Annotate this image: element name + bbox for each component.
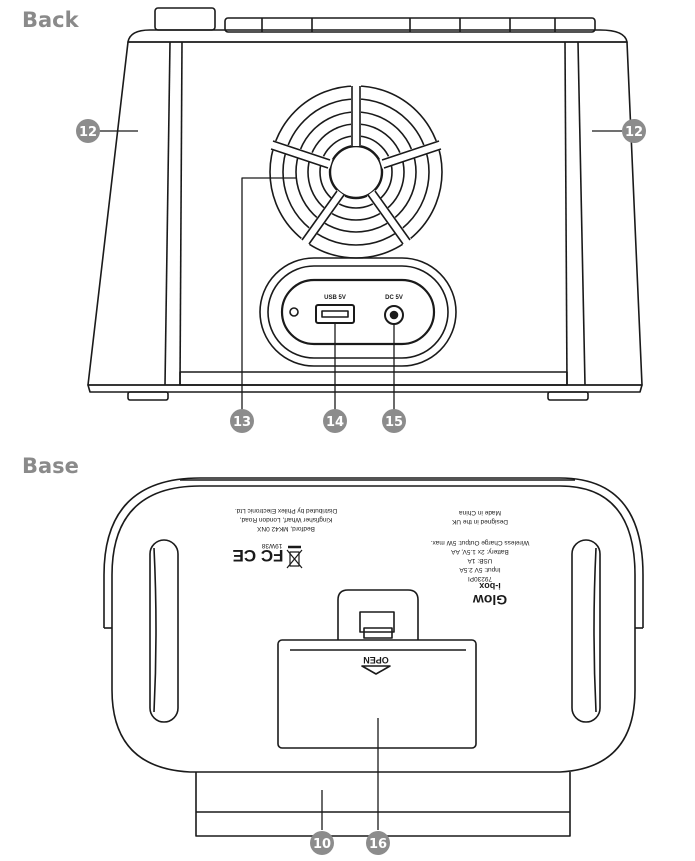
svg-text:12: 12 — [79, 125, 97, 140]
right-grip — [571, 539, 601, 723]
bottom-strip — [179, 371, 568, 386]
back-section-title: Back — [22, 8, 79, 32]
distributor-line-2: Kingfisher Wharf, London Road, — [240, 516, 333, 523]
spec-line-4: Input: 5V 2.5A — [459, 566, 501, 573]
callout-16: 16 — [366, 831, 390, 855]
open-label: OPEN — [363, 655, 389, 665]
product-name: Glow — [473, 592, 507, 608]
right-side-panel — [577, 41, 586, 386]
svg-text:15: 15 — [385, 415, 403, 430]
callout-14: 14 — [323, 409, 347, 433]
compliance-marks: FC CE — [233, 545, 303, 569]
spec-line-1: Wireless Charge Output: 5W max. — [431, 539, 530, 546]
distributor-line-1: Distributed by Philex Electronic Ltd. — [235, 507, 337, 514]
indicator-led — [289, 307, 299, 317]
spec-line-3: USB: 1A — [467, 557, 493, 564]
brand-name: i-box — [479, 581, 501, 591]
svg-text:10: 10 — [313, 837, 331, 852]
callout-15: 15 — [382, 409, 406, 433]
svg-text:13: 13 — [233, 415, 251, 430]
right-foot — [547, 391, 589, 401]
battery-door — [277, 639, 477, 749]
callout-12-right: 12 — [622, 119, 646, 143]
left-foot — [127, 391, 169, 401]
top-cap — [127, 29, 628, 43]
spec-line-5: 79230PI — [468, 575, 492, 582]
batch-code: 19W38 — [261, 542, 282, 549]
body-outline — [87, 41, 643, 386]
distributor-line-3: Bedford, MK42 0NX — [256, 525, 314, 532]
callout-12-left: 12 — [76, 119, 100, 143]
fc-ce-marks: FC CE — [233, 546, 284, 565]
spec-line-2: Battery: 2x 1.5V, AA — [451, 548, 509, 555]
dc-label: DC 5V — [385, 295, 403, 301]
svg-text:14: 14 — [326, 415, 344, 430]
base-section-title: Base — [22, 454, 79, 478]
base-printed-text: Distributed by Philex Electronic Ltd. Ki… — [233, 507, 530, 608]
usb-label: USB 5V — [324, 295, 346, 301]
callout-13: 13 — [230, 409, 254, 433]
weee-bin-icon — [286, 545, 303, 569]
left-grip — [149, 539, 179, 723]
latch-area — [337, 589, 419, 640]
base-outline — [111, 485, 636, 773]
origin-line-1: Made in China — [459, 509, 501, 516]
port-panel: USB 5V DC 5V — [259, 257, 457, 367]
base-leader-lines — [321, 718, 379, 830]
left-side-panel — [164, 41, 171, 386]
svg-text:16: 16 — [369, 837, 387, 852]
callout-10: 10 — [310, 831, 334, 855]
top-knob — [154, 7, 216, 31]
origin-line-2: Designed in the UK — [451, 518, 508, 525]
back-leader-lines — [98, 130, 622, 415]
speaker-grille — [267, 80, 445, 259]
back-view: USB 5V DC 5V — [87, 7, 643, 415]
svg-text:12: 12 — [625, 125, 643, 140]
base-view: OPEN Distributed by Philex Electronic Lt… — [103, 477, 644, 837]
open-arrow-icon — [361, 665, 391, 675]
stand — [195, 772, 571, 837]
